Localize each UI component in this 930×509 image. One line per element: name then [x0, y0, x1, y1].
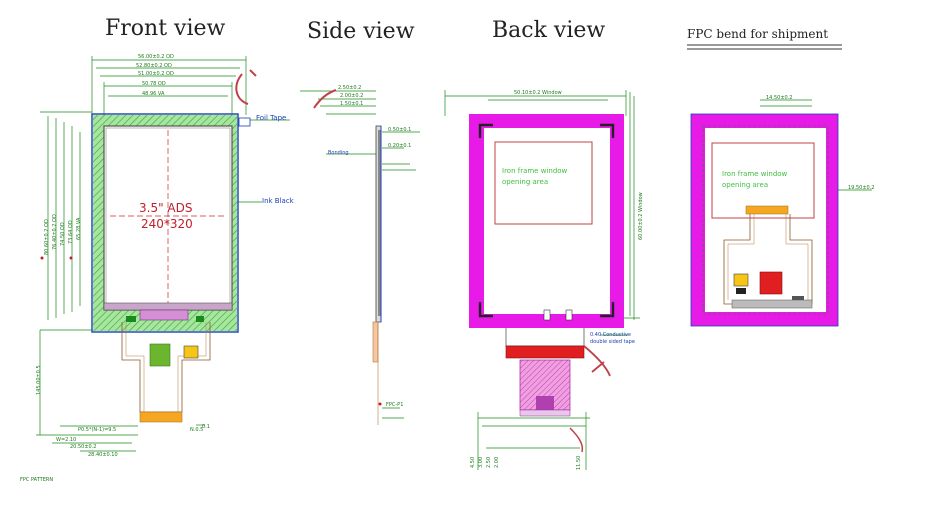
side-dim-3: 1.50±0.1 — [340, 101, 364, 107]
front-dim-bottom-1: P0.5*(N-1)=9.5 — [78, 427, 117, 433]
front-dim-left-2: 76.40±0.2 OD — [52, 214, 58, 250]
front-size-label: 3.5" ADS — [139, 201, 193, 215]
side-dim-1: 2.50±0.2 — [338, 85, 362, 91]
back-note-2: double sided tape — [590, 339, 635, 345]
front-dim-left-low: 145.00±0.5 — [36, 365, 42, 395]
front-dim-left-3: 74.50 OD — [60, 222, 66, 246]
back-window-label-1: Iron frame window — [502, 167, 568, 175]
fpc-bend-drawing — [690, 99, 872, 327]
front-dim-left-1: 80.60±0.2 OD — [44, 219, 50, 255]
front-dim-top-2: 52.80±0.2 OD — [136, 63, 172, 69]
fpc-window-label-1: Iron frame window — [722, 170, 788, 178]
fpc-dim-2: 19.50±0.2 — [848, 185, 875, 191]
back-dim-bottom-4: 2.00 — [494, 456, 500, 468]
front-dim-bottom-5: 28.40±0.10 — [88, 452, 118, 458]
back-note-1: 0.40 Conductive — [590, 332, 631, 338]
front-dim-top-1: 56.00±0.2 OD — [138, 54, 174, 60]
front-dim-left-4: 73.64 OD — [68, 220, 74, 244]
front-callout-ink-black: Ink Black — [262, 197, 294, 205]
front-view-title: Front view — [105, 16, 226, 41]
back-dim-top: 50.10±0.2 Window — [514, 90, 562, 96]
side-callout-fpc: FPC-P1 — [386, 402, 404, 408]
fpc-title-underline — [687, 44, 842, 50]
front-dim-left-5: 65.28 VA — [76, 217, 82, 240]
front-dim-bottom-3: W=2.10 — [56, 437, 77, 443]
front-dim-bottom-2: N.0.5 — [190, 427, 204, 433]
front-view-drawing — [36, 56, 290, 452]
side-callout-bonding: Bonding — [328, 150, 349, 156]
side-view-title: Side view — [307, 19, 415, 44]
front-resolution-label: 240*320 — [141, 217, 193, 231]
side-dim-4: 0.50±0.1 — [388, 127, 412, 133]
back-dim-bottom-3: 2.50 — [486, 456, 492, 468]
front-dim-top-3: 51.00±0.2 OD — [138, 71, 174, 77]
side-view-drawing — [300, 89, 420, 425]
back-view-drawing — [444, 90, 640, 470]
back-dim-bottom-1: 4.50 — [470, 456, 476, 468]
back-dim-right: 60.00±0.2 Window — [638, 192, 644, 240]
back-dim-bottom-5: 11.50 — [576, 455, 582, 470]
front-dim-bottom-4: 20.50±0.2 — [70, 444, 97, 450]
side-dim-2: 2.00±0.2 — [340, 93, 364, 99]
side-dim-5: 0.20±0.1 — [388, 143, 412, 149]
front-callout-foil-tape: Foil Tape — [256, 114, 287, 122]
back-dim-bottom-2: 3.00 — [478, 456, 484, 468]
front-dim-right-low: 0.1 — [202, 424, 210, 430]
fpc-window-label-2: opening area — [722, 181, 769, 189]
fpc-dim-1: 14.50±0.2 — [766, 95, 793, 101]
front-dim-top-4: 50.78 OD — [142, 81, 166, 87]
back-view-title: Back view — [492, 18, 606, 43]
fpc-bend-title: FPC bend for shipment — [687, 27, 829, 41]
front-footnote: FPC PATTERN — [20, 477, 54, 483]
front-dim-top-5: 48.96 VA — [142, 91, 165, 97]
back-window-label-2: opening area — [502, 178, 549, 186]
